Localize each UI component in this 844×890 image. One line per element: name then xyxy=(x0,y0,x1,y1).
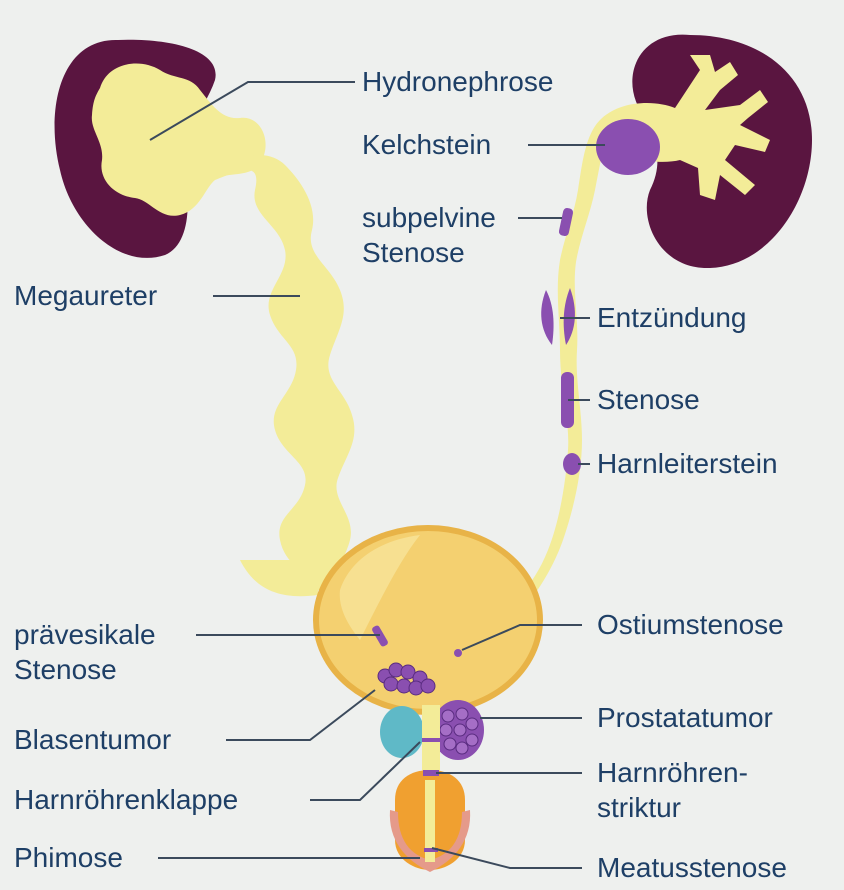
label-harnleiterstein: Harnleiterstein xyxy=(597,446,778,481)
label-kelchstein: Kelchstein xyxy=(362,127,491,162)
ostiumstenose-mark xyxy=(454,649,462,657)
label-harnroehrenklappe: Harnröhrenklappe xyxy=(14,782,238,817)
label-blasentumor: Blasentumor xyxy=(14,722,171,757)
label-meatusstenose: Meatusstenose xyxy=(597,850,787,885)
prostate-left-lobe xyxy=(380,706,424,758)
label-stenose: Stenose xyxy=(597,382,700,417)
label-ostiumstenose: Ostiumstenose xyxy=(597,607,784,642)
label-hydronephrose: Hydronephrose xyxy=(362,64,553,99)
label-prostatatumor: Prostatatumor xyxy=(597,700,773,735)
label-praevesikale-stenose: prävesikale Stenose xyxy=(14,617,156,687)
harnroehrenklappe-mark xyxy=(422,738,440,742)
label-subpelvine-stenose: subpelvine Stenose xyxy=(362,200,496,270)
label-entzuendung: Entzündung xyxy=(597,300,746,335)
kelchstein-stone xyxy=(596,119,660,175)
label-phimose: Phimose xyxy=(14,840,123,875)
label-megaureter: Megaureter xyxy=(14,278,157,313)
label-harnroehrenstriktur: Harnröhren- striktur xyxy=(597,755,748,825)
